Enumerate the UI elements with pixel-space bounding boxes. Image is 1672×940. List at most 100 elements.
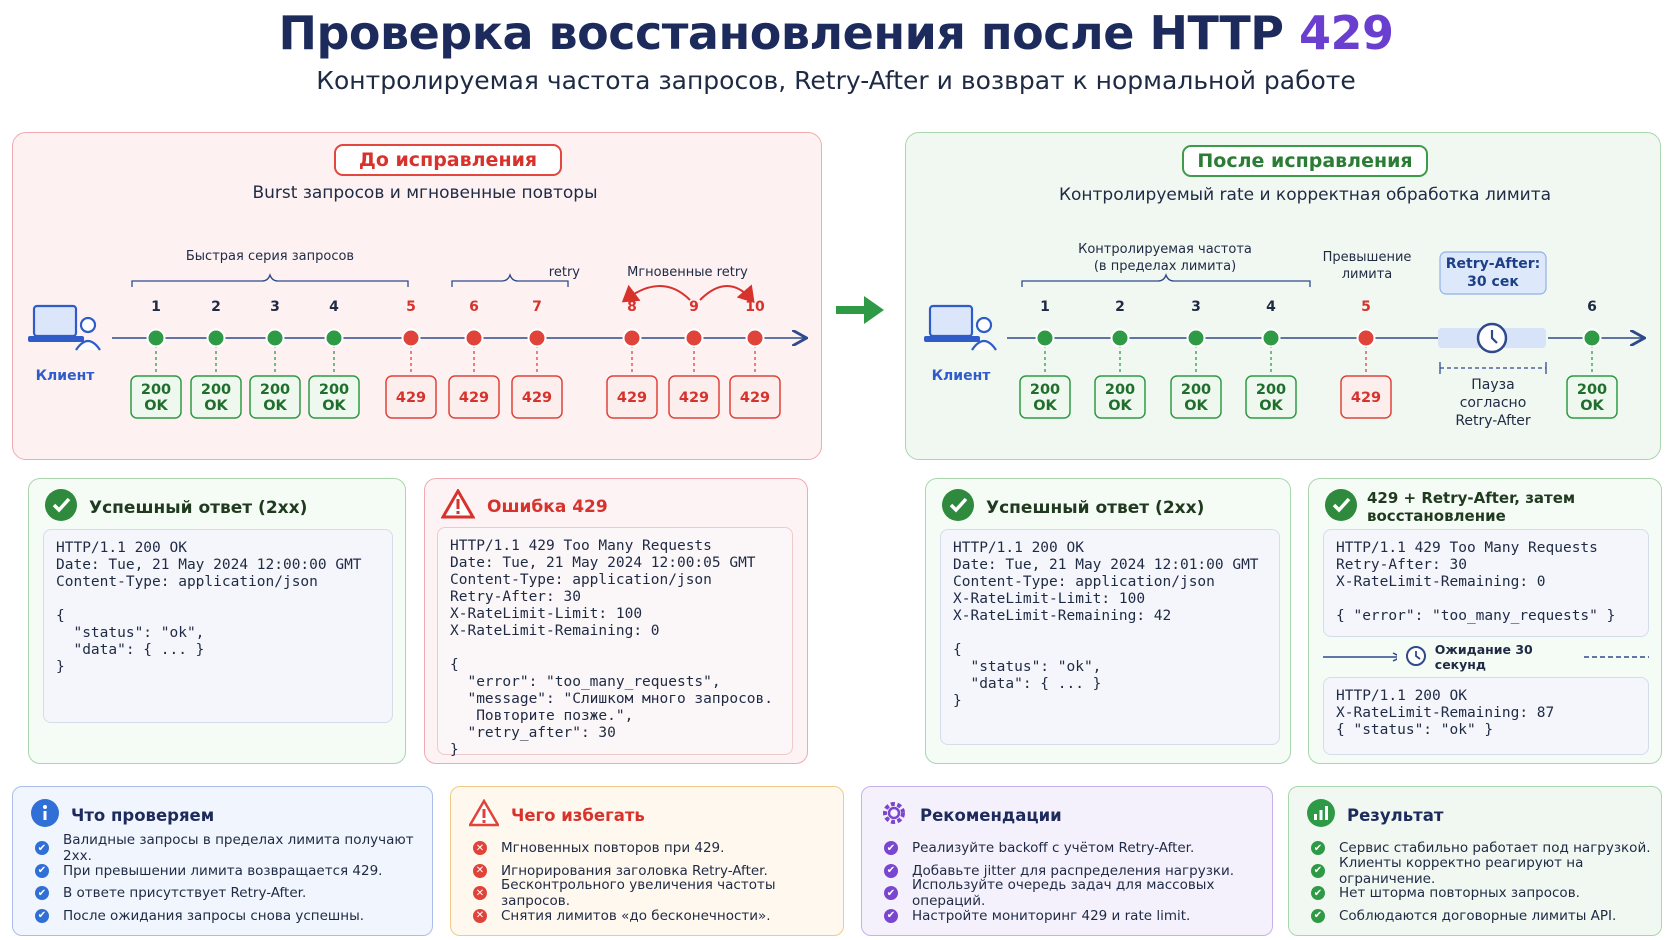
node-number: 1 [1040, 299, 1050, 315]
cross-icon: ✕ [473, 841, 487, 856]
status-box [1245, 375, 1297, 419]
status-text: OK [144, 398, 168, 414]
node-dot [401, 328, 421, 348]
clock-icon [1405, 645, 1427, 670]
controlled-label: Контролируемая частота (в пределах лимит… [1078, 242, 1252, 274]
before-subtitle: Burst запросов и мгновенные повторы [252, 183, 598, 203]
check-icon: ✔ [35, 908, 49, 923]
after-node-5: 5 429 [1340, 299, 1392, 419]
status-text: OK [1033, 398, 1057, 414]
status-text: 429 [459, 390, 489, 406]
status-text: 200 [1030, 382, 1060, 398]
list-item-text: Добавьте jitter для распределения нагруз… [912, 862, 1235, 879]
info-title: Чего избегать [511, 805, 645, 825]
list-item: ✔После ожидания запросы снова успешны. [35, 905, 432, 928]
status-text: OK [322, 398, 346, 414]
node-dot [527, 328, 547, 348]
list-item: ✔Валидные запросы в пределах лимита полу… [35, 832, 432, 864]
node-number: 8 [627, 299, 637, 315]
info-recommendations: Рекомендации✔Реализуйте backoff с учётом… [861, 786, 1273, 936]
code-block: HTTP/1.1 429 Too Many Requests Date: Tue… [437, 527, 793, 758]
info-icon [31, 799, 59, 831]
node-number: 3 [270, 299, 280, 315]
node-dot [1035, 328, 1055, 348]
page-subtitle: Контролируемая частота запросов, Retry-A… [316, 66, 1356, 95]
card-error-before: Ошибка 429 HTTP/1.1 429 Too Many Request… [424, 478, 808, 764]
node-number: 6 [469, 299, 479, 315]
card-title: Ошибка 429 [487, 496, 608, 517]
list-item: ✕ Мгновенных повторов при 429. [473, 837, 843, 860]
status-text: 200 [260, 382, 290, 398]
node-number: 2 [1115, 299, 1125, 315]
wait-row: Ожидание 30 секунд [1323, 642, 1649, 672]
list-item-text: В ответе присутствует Retry-After. [63, 885, 307, 902]
info-title: Результат [1347, 805, 1444, 825]
status-box [190, 375, 242, 419]
list-item-text: Соблюдаются договорные лимиты API. [1339, 907, 1617, 924]
status-box [448, 375, 500, 419]
list-item: ✔ Соблюдаются договорные лимиты API. [1311, 905, 1661, 928]
list-item: ✕Игнорирования заголовка Retry-After. [473, 860, 843, 883]
cross-icon: ✕ [473, 908, 487, 923]
check-icon: ✔ [1311, 863, 1325, 878]
card-success-before: Успешный ответ (2xx) HTTP/1.1 200 OK Dat… [28, 478, 406, 764]
node-number: 4 [329, 299, 339, 315]
list-item-text: Мгновенных повторов при 429. [501, 840, 725, 857]
node-number: 5 [1361, 299, 1371, 315]
retry-label: retry [548, 265, 580, 280]
client-icon-before [28, 304, 101, 351]
status-box [1019, 375, 1071, 419]
node-dot [1110, 328, 1130, 348]
status-box [1094, 375, 1146, 419]
info-list: ✕Мгновенных повторов при 429.✕Игнорирова… [473, 837, 843, 927]
status-box [385, 375, 437, 419]
node-number: 4 [1266, 299, 1276, 315]
list-item: ✔Клиенты корректно реагируют на ограниче… [1311, 855, 1661, 887]
node-number: 10 [745, 299, 765, 315]
node-number: 1 [151, 299, 161, 315]
check-icon: ✔ [1311, 908, 1325, 923]
check-icon: ✔ [884, 886, 898, 901]
before-node-6: 6 429 [448, 299, 500, 419]
check-icon: ✔ [884, 841, 898, 856]
list-item-text: Игнорирования заголовка Retry-After. [501, 862, 768, 879]
status-text: 429 [1351, 390, 1381, 406]
before-node-8: 8 429 [606, 299, 658, 419]
retry-after-badge: Retry-After: 30 сек [1445, 256, 1541, 290]
status-text: 200 [1181, 382, 1211, 398]
check-icon: ✔ [884, 908, 898, 923]
instant-retry-label: Мгновенные retry [627, 265, 748, 280]
status-text: 429 [740, 390, 770, 406]
node-dot [206, 328, 226, 348]
after-subtitle: Контролируемый rate и корректная обработ… [1058, 185, 1552, 205]
node-dot [745, 328, 765, 348]
gear-icon [880, 799, 908, 831]
info-what-to-avoid: Чего избегать ✕ Мгновенных повторов при 42… [450, 786, 844, 936]
status-box [606, 375, 658, 419]
check-icon: ✔ [35, 863, 49, 878]
status-box [1340, 375, 1392, 419]
node-dot [1261, 328, 1281, 348]
node-dot [265, 328, 285, 348]
status-box [1566, 375, 1618, 419]
info-list: ✔ Валидные запросы в пределах лимита полу… [35, 832, 432, 928]
status-text: 429 [617, 390, 647, 406]
list-item: ✔ Добавьте jitter для распределения нагру… [884, 860, 1272, 883]
list-item: ✔При превышении лимита возвращается 429. [35, 860, 432, 883]
card-success-after: Успешный ответ (2xx) HTTP/1.1 200 OK Dat… [925, 478, 1291, 764]
check-circle-icon [1325, 489, 1357, 525]
node-dot [146, 328, 166, 348]
check-icon: ✔ [884, 863, 898, 878]
status-text: 200 [1105, 382, 1135, 398]
transition-arrow [836, 296, 884, 324]
code-block: HTTP/1.1 200 OK Date: Tue, 21 May 2024 1… [43, 529, 393, 723]
node-number: 3 [1191, 299, 1201, 315]
list-item-text: Валидные запросы в пределах лимита получ… [63, 832, 414, 865]
status-text: 429 [522, 390, 552, 406]
node-number: 7 [532, 299, 542, 315]
